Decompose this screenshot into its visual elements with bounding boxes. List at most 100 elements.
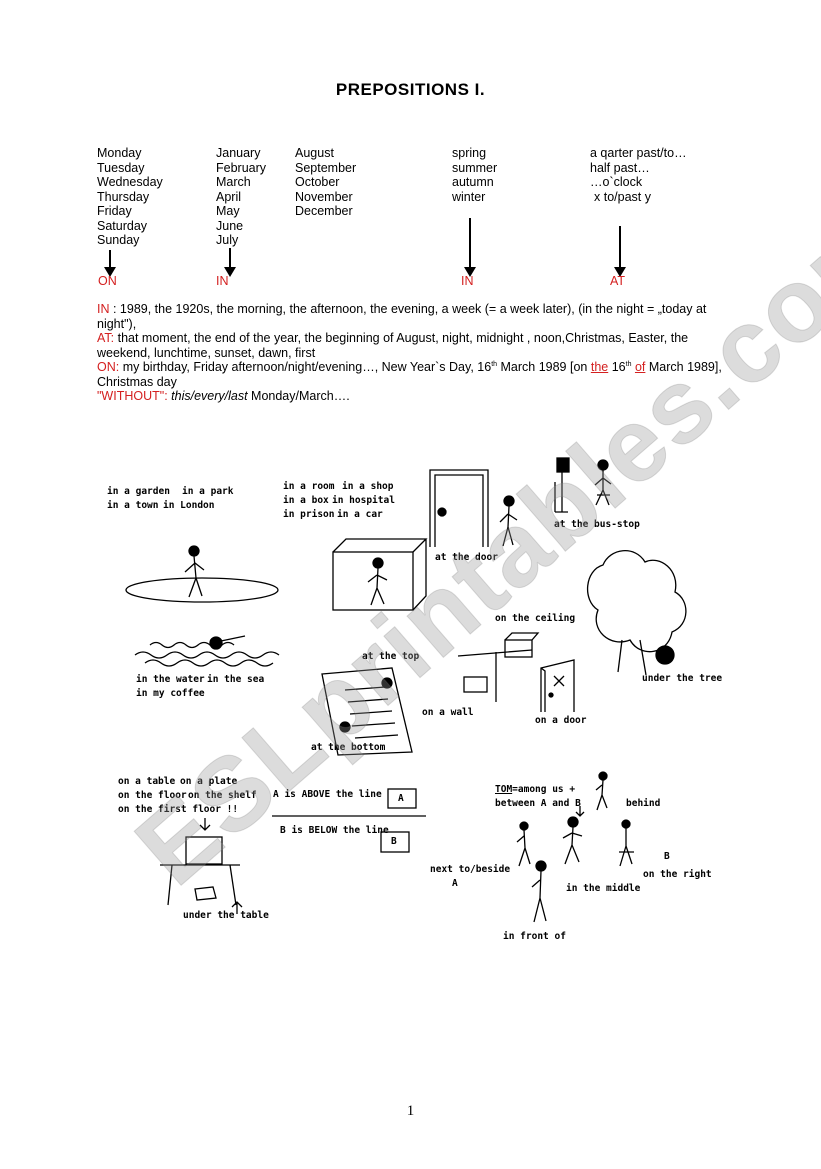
label-letter-b: B (664, 851, 670, 862)
door-icon (540, 659, 575, 712)
label-behind: behind (626, 798, 661, 809)
day-item: Saturday (97, 218, 148, 233)
time-item: x to/past y (594, 189, 651, 204)
label-in-a-shop: in a shop (342, 481, 394, 492)
tree-icon (586, 550, 687, 676)
usage-notes: IN : 1989, the 1920s, the morning, the a… (97, 302, 727, 404)
label-next-to-beside: next to/beside (430, 864, 511, 875)
note-on-text: March 1989], Christmas day (97, 360, 722, 389)
label-between-a-and-b: between A and B (495, 798, 581, 809)
note-highlight-of: of (634, 360, 646, 374)
note-in-text: : 1989, the 1920s, the morning, the afte… (97, 302, 707, 331)
label-on-a-table: on a table (118, 776, 176, 787)
note-on-text: March 1989 [on (497, 360, 591, 374)
note-highlight-the: the (590, 360, 609, 374)
box-a-letter: A (398, 793, 404, 804)
water-waves-icon (134, 635, 280, 667)
down-arrow-icon (223, 248, 237, 277)
time-item: …o`clock (590, 175, 643, 189)
label-at-the-bottom: at the bottom (311, 742, 386, 753)
note-at-text: that moment, the end of the year, the be… (97, 331, 689, 360)
label-tom-rest: =among us + (512, 784, 576, 795)
marker-on: ON (98, 274, 117, 288)
day-item: Sunday (97, 233, 140, 247)
ordinal-suffix: th (491, 360, 498, 368)
label-at-the-top: at the top (362, 651, 420, 662)
label-tom-name: TOM (495, 784, 513, 795)
month-item: March (216, 175, 251, 189)
day-item: Friday (97, 204, 132, 218)
label-letter-a: A (452, 878, 458, 889)
label-in-a-garden: in a garden (107, 486, 170, 497)
label-in-front-of: in front of (503, 931, 566, 942)
stick-figure-icon (499, 495, 518, 547)
note-without-italic: this/every/last (167, 389, 248, 403)
time-item: a qarter past/to… (590, 146, 687, 160)
day-item: Thursday (97, 189, 150, 204)
season-item: spring (452, 146, 487, 160)
note-at: AT: that moment, the end of the year, th… (97, 331, 727, 360)
month-item: October (295, 175, 340, 189)
times-column: a qarter past/to… half past… …o`clock x … (590, 146, 687, 204)
bus-stop-sign-icon (554, 457, 570, 513)
month-item: February (216, 160, 267, 175)
month-item: July (216, 233, 239, 247)
label-in-a-park: in a park (182, 486, 234, 497)
label-at-the-bus-stop: at the bus-stop (554, 519, 640, 530)
down-arrow-icon (463, 218, 477, 277)
label-on-the-right: on the right (643, 869, 712, 880)
note-in: IN : 1989, the 1920s, the morning, the a… (97, 302, 727, 331)
label-on-the-floor: on the floor (118, 790, 187, 801)
stick-figure-icon (594, 459, 612, 506)
watermark: ESLprintables.com (114, 179, 821, 908)
note-on-text: 16 (608, 360, 626, 374)
note-on-label: ON: (97, 360, 120, 374)
label-in-a-car: in a car (337, 509, 383, 520)
note-without-text: Monday/March…. (247, 389, 350, 403)
label-on-a-wall: on a wall (422, 707, 474, 718)
label-in-the-sea: in the sea (207, 674, 265, 685)
ground-ellipse-icon (125, 577, 279, 603)
label-under-the-tree: under the tree (642, 673, 723, 684)
door-frame-icon (429, 469, 489, 547)
wall-ceiling-icon (457, 632, 540, 702)
note-without: "WITHOUT": this/every/last Monday/March…… (97, 389, 727, 404)
page-title: PREPOSITIONS I. (335, 80, 486, 99)
season-item: autumn (452, 175, 494, 189)
label-above-the-line: A is ABOVE the line (273, 789, 382, 800)
stick-figure-icon (367, 557, 388, 606)
day-item: Wednesday (97, 175, 163, 189)
season-item: winter (452, 189, 486, 204)
days-column: Monday Tuesday Wednesday Thursday Friday… (97, 146, 163, 248)
label-in-a-town: in a town (107, 500, 159, 511)
month-item: May (216, 204, 240, 218)
label-on-a-plate: on a plate (180, 776, 238, 787)
label-on-the-shelf: on the shelf (188, 790, 257, 801)
label-in-london: in London (163, 500, 215, 511)
note-in-label: IN (97, 302, 110, 316)
marker-at: AT (610, 274, 626, 288)
label-in-prison: in prison (283, 509, 335, 520)
label-in-the-water: in the water (136, 674, 205, 685)
note-without-label: "WITHOUT": (97, 389, 168, 403)
label-at-the-door: at the door (435, 552, 498, 563)
month-item: November (295, 189, 353, 204)
stick-figure-icon (184, 545, 205, 598)
down-arrow-icon (613, 226, 627, 277)
month-item: January (216, 146, 261, 160)
months-column-a: January February March April May June Ju… (216, 146, 266, 248)
month-item: April (216, 189, 242, 204)
box-b-letter: B (391, 836, 397, 847)
label-in-the-middle: in the middle (566, 883, 641, 894)
label-on-the-first-floor: on the first floor !! (118, 804, 239, 815)
marker-in-months: IN (216, 274, 229, 288)
label-in-hospital: in hospital (332, 495, 395, 506)
note-at-label: AT: (97, 331, 115, 345)
day-item: Monday (97, 146, 142, 160)
page-number: 1 (406, 1103, 415, 1119)
note-on-text: my birthday, Friday afternoon/night/even… (119, 360, 492, 374)
season-item: summer (452, 160, 498, 175)
month-item: December (295, 204, 353, 218)
label-below-the-line: B is BELOW the line (280, 825, 389, 836)
label-in-my-coffee: in my coffee (136, 688, 205, 699)
